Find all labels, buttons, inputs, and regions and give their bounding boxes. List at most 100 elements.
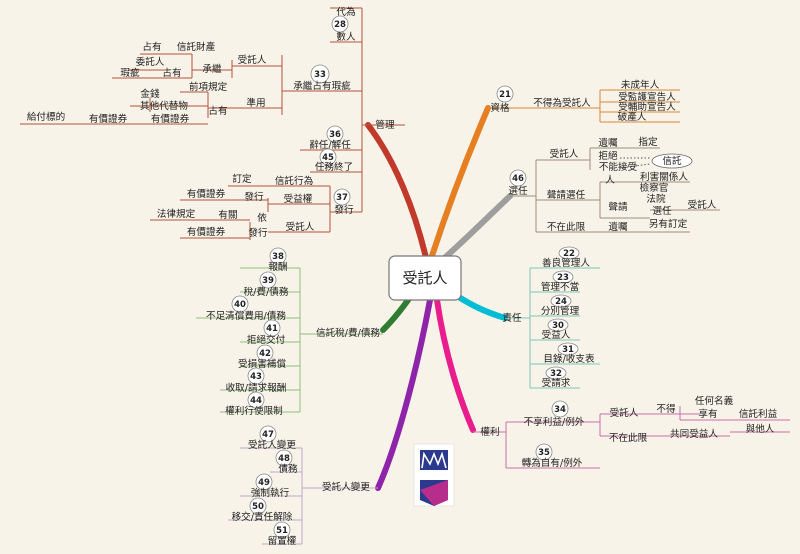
elect-other: 另有訂定 (649, 218, 688, 230)
rights-n34: 34 (554, 405, 566, 415)
manage-n37: 37 (336, 193, 348, 203)
rights-label: 權利 (480, 426, 499, 438)
fees-n44: 44 (250, 396, 262, 406)
section-fees (196, 267, 383, 413)
manage-possess: 占有 (162, 67, 181, 79)
elect-refuse: 拒絕 (598, 150, 618, 162)
duty-n31: 31 (562, 345, 574, 355)
section-rights (473, 406, 790, 469)
manage-resign: 辭任/解任 (309, 139, 351, 151)
change-n48: 48 (278, 454, 290, 464)
manage-trust-act: 信託行為 (275, 175, 313, 187)
qualify-not: 不得為受託人 (533, 97, 591, 109)
manage-securities3: 有價證券 (187, 188, 226, 200)
duty-n23: 23 (557, 273, 569, 283)
fees-n43: 43 (250, 372, 262, 382)
duty-request: 受請求 (542, 377, 571, 389)
elect-court: 法院 (646, 193, 666, 205)
rights-trustee: 受託人 (610, 407, 639, 419)
elect-trustee2: 受託人 (688, 199, 717, 211)
rights-trust-benefit: 信託利益 (739, 408, 778, 420)
fees-claim: 收取/請求報酬 (226, 382, 287, 394)
fees-insufficient: 不足清償費用/債務 (206, 310, 286, 322)
elect-n46: 46 (512, 174, 524, 184)
branch-qualify (427, 105, 491, 265)
elect-prosecutor: 檢察官 (640, 182, 669, 194)
manage-hold: 承繼占有瑕疵 (293, 80, 351, 92)
rights-no-benefit: 不享利益/例外 (524, 416, 585, 428)
change-n51: 51 (276, 526, 288, 536)
publisher-logo: 大學圖書 (413, 443, 455, 507)
change-n47: 47 (262, 430, 274, 440)
elect-interested: 利害關係人 (640, 171, 688, 183)
fees-n39: 39 (262, 276, 274, 286)
elect-will2: 遺囑 (608, 221, 627, 233)
rights-n35: 35 (538, 448, 550, 458)
qualify-n21: 21 (499, 90, 511, 100)
manage-n33: 33 (314, 70, 326, 80)
duty-n22: 22 (563, 249, 575, 259)
manage-trustee: 受託人 (238, 54, 267, 66)
branch-change (375, 297, 433, 491)
duty-improper: 管理不當 (541, 281, 579, 293)
fees-refuse: 拒絕交付 (247, 334, 286, 346)
qualify-item-1: 受監護宣告人 (618, 91, 676, 103)
manage-several: 數人 (336, 31, 356, 43)
qualify-label: 資格 (490, 102, 510, 114)
manage-occupy1: 占有 (142, 41, 161, 53)
manage-inherit: 承繼 (202, 63, 222, 75)
duty-label: 責任 (502, 312, 522, 324)
manage-substitute: 其他代替物 (140, 100, 188, 112)
qualify-item-3: 破產人 (618, 111, 647, 123)
section-duty (505, 267, 600, 389)
manage-securities1: 有價證券 (151, 113, 190, 125)
manage-agree: 訂定 (232, 173, 252, 185)
change-label: 受託人變更 (322, 481, 370, 493)
elect-label: 選任 (508, 185, 528, 197)
qualify-item-0: 未成年人 (621, 79, 660, 91)
elect-exception: 不在此限 (547, 221, 586, 233)
center-node: 受託人 (388, 255, 462, 301)
manage-relevant: 有關 (218, 209, 237, 221)
rights-enjoy: 享有 (698, 408, 717, 420)
elect-designate: 指定 (638, 136, 658, 148)
manage-law: 法律規定 (157, 208, 196, 220)
manage-beneficiary-right: 受益權 (284, 193, 313, 205)
manage-securities4: 有價證券 (187, 226, 226, 238)
manage-texts: 代為 28 數人 占有 信託財產 受託人 委託人 承繼 瑕疵 占有 33 承繼占… (27, 6, 395, 239)
manage-n36: 36 (329, 130, 341, 140)
qualify-item-2: 受輔助宣告人 (618, 101, 676, 113)
fees-texts: 信託稅/費/債務 38 報酬 39 稅/費/債務 40 不足清償費用/債務 41… (206, 247, 380, 417)
rights-texts: 權利 34 不享利益/例外 受託人 不得 任何名義 享有 信託利益 不在此限 共… (480, 395, 777, 469)
branch-elect (437, 193, 513, 265)
rights-transfer: 轉為自有/例外 (522, 457, 583, 469)
manage-end: 任務終了 (315, 161, 353, 173)
main-branches (365, 105, 513, 491)
manage-per: 依 (257, 212, 267, 224)
fees-label: 信託稅/費/債務 (316, 327, 380, 339)
center-label: 受託人 (402, 269, 447, 287)
elect-texts: 46 選任 受託人 遺囑 指定 拒絕 不能接受 信託 人 利害關係人 檢察官 聲… (508, 136, 716, 233)
duty-ledger: 目錄/收支表 (543, 353, 595, 365)
fees-n38: 38 (272, 252, 284, 262)
fees-limit: 權利行使限制 (225, 405, 283, 417)
elect-trustee: 受託人 (550, 148, 579, 160)
rights-exception: 不在此限 (609, 432, 648, 444)
rights-joint: 共同受益人 (670, 428, 718, 440)
manage-issue2: 發行 (244, 191, 264, 203)
manage-give: 給付標的 (27, 111, 65, 123)
manage-prior: 前項規定 (189, 81, 228, 93)
section-elect (510, 147, 720, 233)
logo-text: 大學圖書 (424, 471, 444, 478)
manage-apply: 準用 (246, 97, 265, 109)
manage-issue3: 發行 (248, 227, 268, 239)
change-texts: 受託人變更 47 受託人變更 48 債務 49 強制執行 50 移交/責任解除 … (232, 425, 370, 547)
change-enforce: 強制執行 (251, 487, 290, 499)
rights-with-others: 與他人 (746, 423, 775, 435)
duty-n30: 30 (552, 321, 564, 331)
manage-occupy2: 占有 (208, 105, 227, 117)
rights-any-name: 任何名義 (695, 395, 734, 407)
elect-select: 選任 (652, 205, 672, 217)
manage-agent: 代為 (336, 6, 355, 18)
